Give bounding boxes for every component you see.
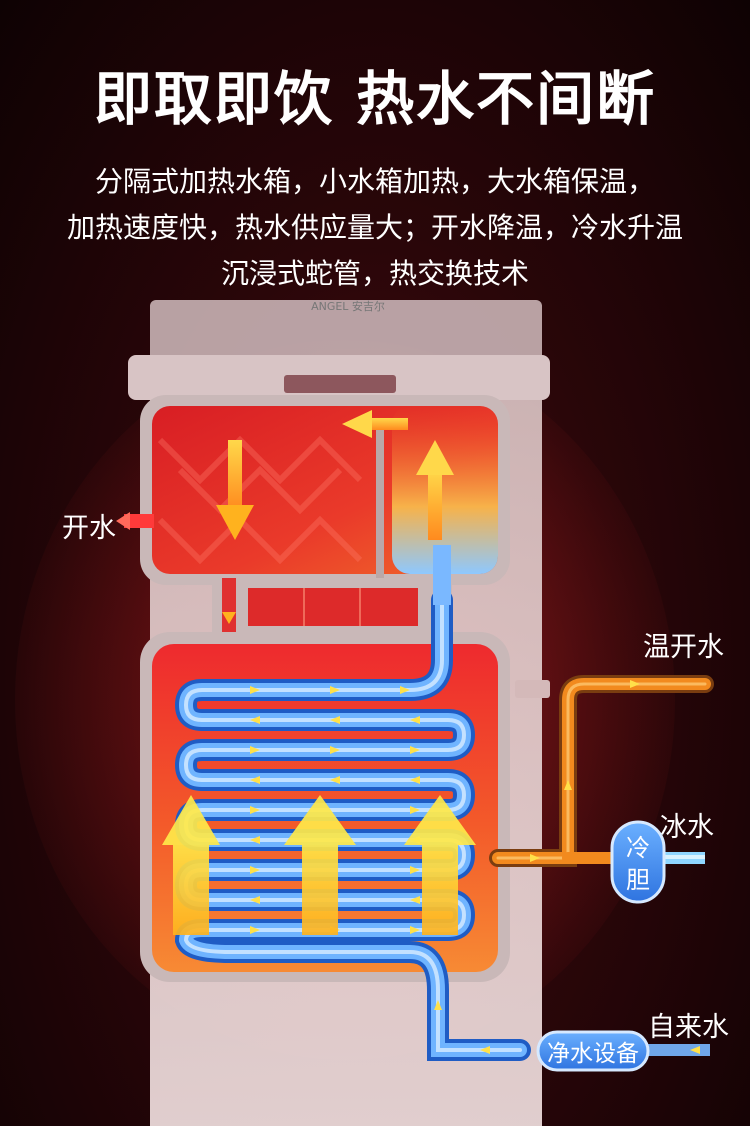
cold-tank-label-2: 胆 xyxy=(626,866,650,894)
label-warm-water: 温开水 xyxy=(643,632,724,663)
purifier-unit: 净水设备 xyxy=(536,1030,650,1072)
cold-tank-label-1: 冷 xyxy=(626,834,650,862)
small-tank-flow-arrows xyxy=(216,410,454,540)
riser-pipe xyxy=(433,545,451,605)
cold-water-outlet-pipe xyxy=(660,852,705,864)
description-line-1: 分隔式加热水箱，小水箱加热，大水箱保温， xyxy=(94,165,655,198)
label-tap-water: 自来水 xyxy=(648,1012,729,1043)
label-boiling-water: 开水 xyxy=(62,513,116,544)
purifier-label: 净水设备 xyxy=(547,1041,639,1067)
description-line-3: 沉浸式蛇管，热交换技术 xyxy=(220,257,529,290)
tank-connector xyxy=(212,578,452,640)
boiling-water-outlet xyxy=(116,512,154,530)
tap-water-inlet xyxy=(640,1044,710,1056)
warm-pipe-flow-markers xyxy=(530,680,640,862)
label-cold-water: 冰水 xyxy=(660,812,714,843)
brand-logo: ANGEL 安吉尔 xyxy=(311,299,385,313)
heat-rise-arrows xyxy=(162,795,476,935)
description-line-2: 加热速度快，热水供应量大；开水降温，冷水升温 xyxy=(66,211,683,244)
small-heating-tank xyxy=(140,395,510,585)
cold-tank: 冷 胆 xyxy=(610,820,666,904)
page-title: 即取即饮 热水不间断 xyxy=(93,65,657,133)
